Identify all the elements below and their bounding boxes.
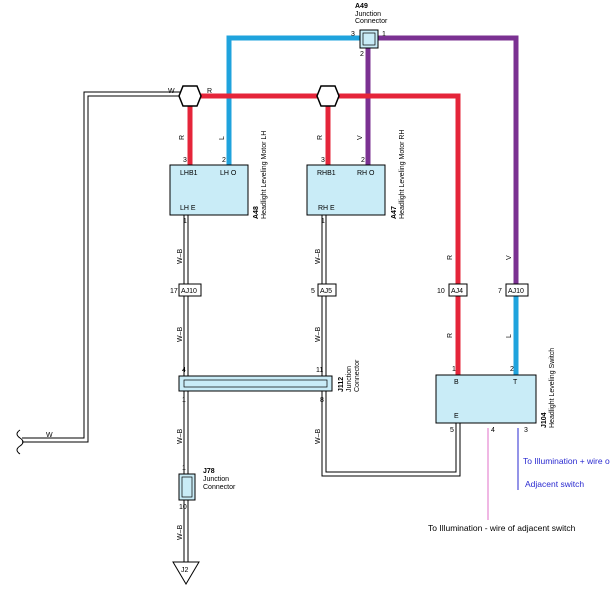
connector-aj10-right-pin: 7: [498, 288, 502, 295]
wire-label-wb-4: W–B: [177, 525, 184, 541]
switch-j104-box: [435, 374, 537, 424]
wire-label-r-sw2: R: [447, 333, 454, 338]
switch-code: J104: [541, 412, 548, 428]
motor-lh-name: Headlight Leveling Motor LH: [261, 131, 268, 219]
wire-red-bus: [200, 93, 461, 284]
junction-j112-pin-4: 4: [182, 367, 186, 374]
ground-code: J2: [181, 567, 189, 574]
junction-a49-pin-1: 1: [382, 31, 386, 38]
connector-aj4-pin: 10: [437, 288, 445, 295]
wire-label-wb-7: W–B: [315, 429, 322, 445]
connector-aj4-label: AJ4: [451, 288, 463, 295]
motor-rh-term-rhe: RH E: [318, 205, 335, 212]
junction-j78-name-1: Junction: [203, 476, 229, 483]
connector-aj10-right: [505, 283, 529, 297]
junction-a49-box: [359, 29, 379, 49]
connector-aj5-pin: 5: [311, 288, 315, 295]
junction-j78-pin-10: 10: [179, 504, 187, 511]
junction-j78-code: J78: [203, 468, 215, 475]
wire-label-r-top: R: [207, 88, 212, 95]
junction-j112-pin-1: 1: [182, 397, 186, 404]
note-adjacent-switch: Adjacent switch: [525, 479, 584, 489]
switch-term-t: T: [513, 379, 518, 386]
ground-symbol: [172, 561, 200, 585]
junction-a49-pin-3: 3: [351, 31, 355, 38]
motor-lh-term-lhe: LH E: [180, 205, 196, 212]
connector-aj10-left-label: AJ10: [181, 288, 197, 295]
junction-a49-pin-2: 2: [360, 51, 364, 58]
note-illumination-minus: To Illumination - wire of adjacent switc…: [428, 523, 576, 533]
wire-purple-a49-to-aj10: [378, 35, 519, 284]
junction-j78-box: [178, 473, 196, 501]
junction-j112-pin-8: 8: [320, 397, 324, 404]
motor-lh-term-lho: LH O: [220, 170, 237, 177]
motor-rh-pin-1: 1: [321, 218, 325, 225]
wire-w-outer: [22, 91, 180, 443]
switch-term-b: B: [454, 379, 459, 386]
wire-blue-a49-to-lh: [226, 35, 360, 165]
motor-lh-pin-2: 2: [222, 157, 226, 164]
wire-label-wb-3: W–B: [177, 429, 184, 445]
wire-label-l-lh: L: [219, 136, 226, 140]
motor-lh-box: [169, 164, 249, 216]
switch-pin-4: 4: [491, 427, 495, 434]
wire-label-r-lh: R: [179, 135, 186, 140]
wire-label-l-sw2: L: [506, 334, 513, 338]
note-illumination-plus: To Illumination + wire o: [523, 456, 610, 466]
connector-aj10-right-label: AJ10: [508, 288, 524, 295]
switch-pin-2: 2: [510, 366, 514, 373]
motor-rh-pin-2: 2: [361, 157, 365, 164]
motor-lh-pin-3: 3: [183, 157, 187, 164]
wire-label-wb-1: W–B: [177, 249, 184, 265]
motor-rh-term-rhb1: RHB1: [317, 170, 336, 177]
junction-a49-name-1: Junction: [355, 11, 381, 18]
wire-label-v-rh: V: [357, 135, 364, 140]
motor-rh-code: A47: [391, 206, 398, 219]
wire-label-wb-5: W–B: [315, 249, 322, 265]
motor-lh-code: A48: [253, 206, 260, 219]
motor-rh-box: [306, 164, 386, 216]
motor-lh-term-lhb1: LHB1: [180, 170, 198, 177]
junction-j112-box: [178, 375, 333, 392]
switch-pin-5: 5: [450, 427, 454, 434]
junction-j112-name-2: Connector: [354, 359, 361, 392]
junction-a49-code: A49: [355, 3, 368, 10]
connector-aj5-label: AJ5: [320, 288, 332, 295]
junction-a49-name-2: Connector: [355, 18, 388, 25]
wire-label-wb-2: W–B: [177, 327, 184, 343]
wire-label-r-rh: R: [317, 135, 324, 140]
switch-term-e: E: [454, 413, 459, 420]
wire-label-wb-6: W–B: [315, 327, 322, 343]
wire-label-r-sw: R: [447, 255, 454, 260]
splice-right: [316, 85, 340, 107]
wire-break-mark: [16, 429, 24, 455]
motor-rh-name: Headlight Leveling Motor RH: [399, 130, 406, 220]
connector-aj5: [317, 283, 337, 297]
junction-j78-name-2: Connector: [203, 484, 236, 491]
motor-rh-pin-3: 3: [321, 157, 325, 164]
junction-j112-code: J112: [338, 377, 345, 392]
switch-pin-1: 1: [452, 366, 456, 373]
motor-lh-pin-1: 1: [183, 218, 187, 225]
splice-left: [178, 85, 202, 107]
junction-j112-pin-11: 11: [316, 367, 323, 374]
connector-aj10-left-pin: 17: [170, 288, 178, 295]
wire-label-w-top: W: [168, 88, 175, 95]
motor-rh-term-rho: RH O: [357, 170, 375, 177]
wire-label-v-sw: V: [506, 255, 513, 260]
switch-name: Headlight Leveling Switch: [549, 348, 556, 428]
connector-aj10-left: [178, 283, 202, 297]
junction-j112-name-1: Junction: [346, 366, 353, 392]
switch-pin-3: 3: [524, 427, 528, 434]
wire-label-w-left: W: [46, 432, 53, 439]
connector-aj4: [448, 283, 468, 297]
junction-j78-pin-1: 1: [182, 465, 186, 472]
